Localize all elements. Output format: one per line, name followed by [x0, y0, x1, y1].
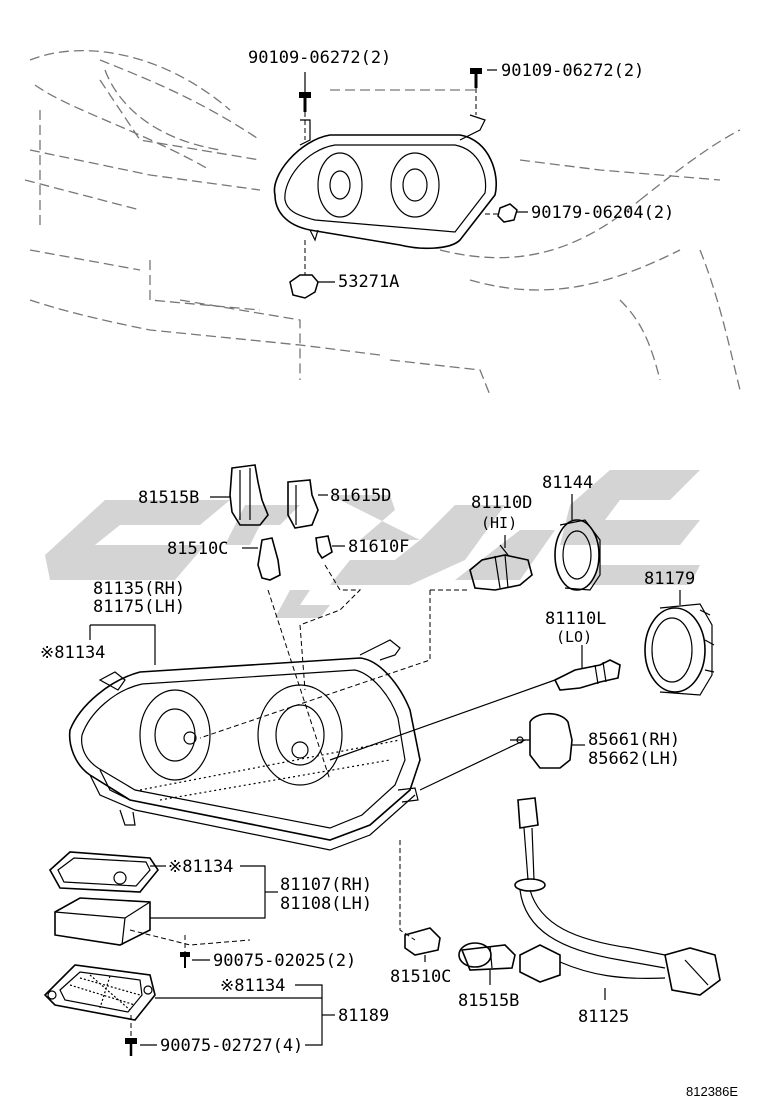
wire-label: 81125	[578, 1007, 629, 1027]
bulb-8151-label: 81510C	[167, 539, 228, 559]
connector-lines	[129, 564, 556, 946]
nut-icon	[485, 203, 518, 223]
bulb-hi-label: 81110D	[471, 493, 532, 513]
mark-81134-a-label: ※81134	[40, 643, 105, 663]
nut-label: 90179-06204(2)	[531, 203, 674, 223]
clip-icon	[289, 240, 319, 299]
unit-rh-label: 81135(RH)	[93, 579, 185, 599]
reference-code: 812386E	[686, 1084, 738, 1099]
igniter-rh-label: 85661(RH)	[588, 730, 680, 750]
computer-lh-label: 81108(LH)	[280, 894, 372, 914]
bolt-left-icon	[299, 72, 311, 140]
ballast-gasket-icon	[48, 851, 159, 893]
cover-cap-label: 81179	[644, 569, 695, 589]
bulb-81510c-lower-icon	[404, 927, 441, 956]
socket-815-lower-label: 81515B	[458, 991, 519, 1011]
headlamp-assembly	[68, 639, 421, 851]
cover-cap-icon	[644, 603, 715, 696]
bulb-8151-lower-label: 81510C	[390, 967, 451, 987]
screw-small-label: 90075-02025(2)	[213, 951, 356, 971]
bulb-lo-icon	[553, 659, 621, 691]
computer-rh-label: 81107(RH)	[280, 875, 372, 895]
bolt-right-label: 90109-06272(2)	[501, 61, 644, 81]
socket-815-label: 81515B	[138, 488, 199, 508]
headlamp-installed	[273, 114, 497, 250]
screw-large-label: 90075-02727(4)	[160, 1036, 303, 1056]
igniter-lh-label: 85662(LH)	[588, 749, 680, 769]
bracket-label: 81189	[338, 1006, 389, 1026]
bulb-hi-icon	[469, 544, 533, 591]
vehicle-front-outline	[24, 49, 741, 396]
wire-harness-icon	[514, 797, 721, 996]
socket-81615d-icon	[287, 479, 319, 529]
bolt-left-label: 90109-06272(2)	[248, 48, 391, 68]
bulb-lo-note: (LO)	[556, 628, 592, 646]
cover-ring-icon	[554, 519, 601, 591]
igniter-icon	[510, 712, 573, 769]
socket-816-label: 81615D	[330, 486, 391, 506]
bulb-lo-label: 81110L	[545, 609, 606, 629]
bulb-8161-label: 81610F	[348, 537, 409, 557]
mark-81134-c-label: ※81134	[220, 976, 285, 996]
bulb-hi-note: (HI)	[481, 514, 517, 532]
socket-81515b-lower-icon	[458, 942, 516, 971]
bolt-right-icon	[470, 68, 482, 115]
bracket-icon	[43, 964, 156, 1021]
bulb-81510c-icon	[257, 537, 281, 581]
screw-large-icon	[125, 1015, 137, 1056]
bulb-81610f-icon	[315, 535, 333, 560]
cover-ring-label: 81144	[542, 473, 593, 493]
unit-lh-label: 81175(LH)	[93, 597, 185, 617]
screw-small-icon	[180, 935, 190, 968]
mark-81134-b-label: ※81134	[168, 857, 233, 877]
ballast-computer-icon	[54, 897, 151, 946]
socket-81515b-icon	[229, 464, 269, 526]
watermark-logo	[45, 470, 700, 618]
clip-label: 53271A	[338, 272, 399, 292]
